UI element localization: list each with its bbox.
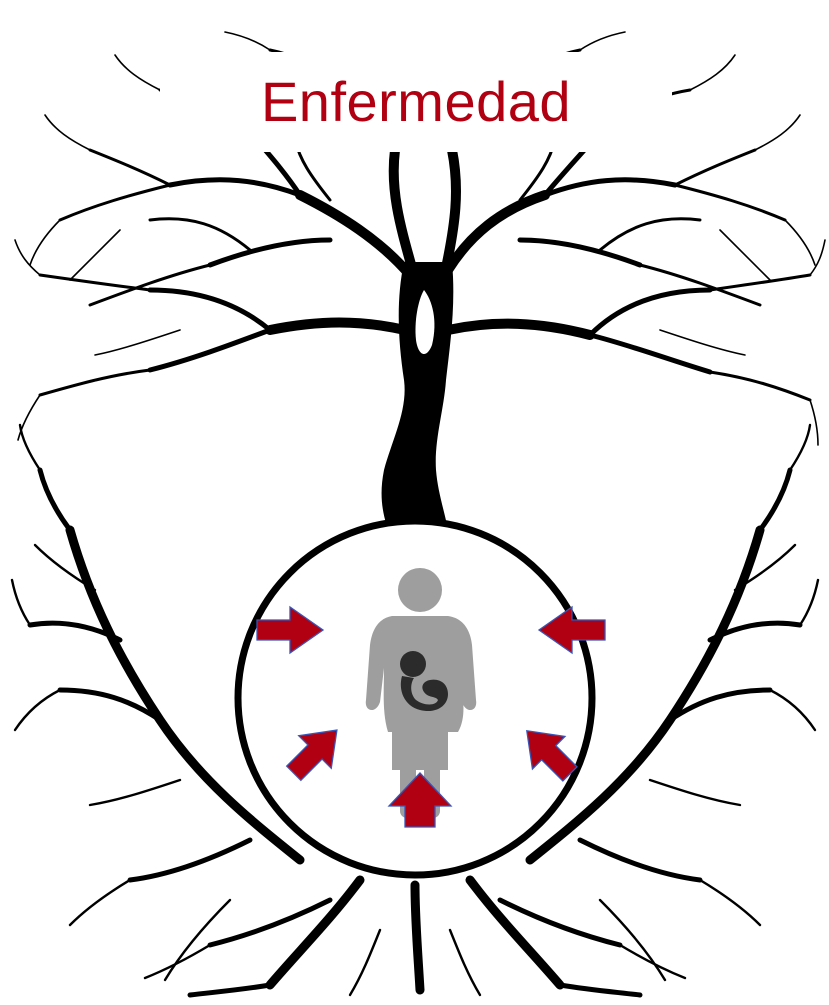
arrows-group bbox=[256, 605, 606, 828]
arrow-icon bbox=[256, 605, 325, 655]
root-twigs bbox=[10, 423, 820, 997]
tree-fork bbox=[415, 290, 435, 355]
tree-trunk bbox=[381, 262, 454, 540]
diagram-title: Enfermedad bbox=[260, 70, 572, 133]
root-branches bbox=[27, 467, 803, 998]
arrow-icon bbox=[285, 729, 338, 782]
canopy-twigs bbox=[38, 48, 812, 402]
arrow-icon bbox=[387, 772, 453, 828]
arrow-icon bbox=[537, 605, 606, 655]
fetus-head bbox=[400, 651, 426, 677]
arrow-icon bbox=[526, 730, 578, 782]
person-torso bbox=[365, 616, 477, 770]
title-box: Enfermedad bbox=[160, 52, 672, 152]
fetus-icon bbox=[400, 651, 448, 712]
fetus-body bbox=[400, 676, 448, 712]
canopy-fine-twigs bbox=[14, 31, 826, 446]
person-head bbox=[398, 568, 442, 612]
canopy-limbs bbox=[265, 145, 595, 340]
